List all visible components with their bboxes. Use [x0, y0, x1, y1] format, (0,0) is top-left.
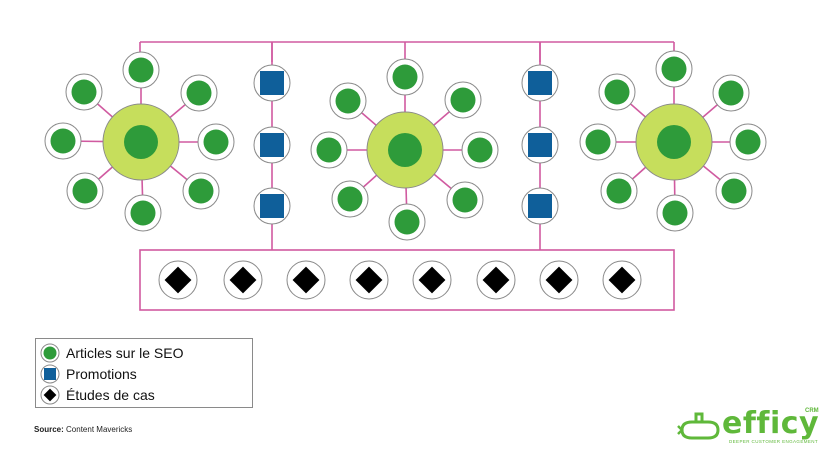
article-node — [606, 178, 632, 204]
article-node — [718, 80, 744, 106]
article-node — [661, 56, 687, 82]
source-text: Content Mavericks — [66, 425, 133, 434]
promotion-node — [528, 194, 552, 218]
article-node — [467, 137, 493, 163]
pillar-article-node — [388, 133, 422, 167]
green-circle-icon — [40, 343, 60, 363]
promotion-node — [260, 71, 284, 95]
promotion-node — [260, 194, 284, 218]
brand-tagline: DEEPER CUSTOMER ENGAGEMENT — [729, 439, 819, 444]
content-cluster-diagram — [44, 41, 767, 311]
article-node — [50, 128, 76, 154]
submarine-icon — [677, 412, 720, 440]
legend: Articles sur le SEO Promotions Études de… — [35, 338, 253, 408]
brand-crm: CRM — [805, 408, 819, 414]
article-node — [128, 57, 154, 83]
brand-name: efficy — [722, 406, 820, 441]
article-node — [316, 137, 342, 163]
promotion-node — [528, 133, 552, 157]
case-study-container — [139, 249, 675, 311]
blue-square-icon — [40, 364, 60, 384]
article-node — [735, 129, 761, 155]
source-prefix: Source: — [34, 425, 64, 434]
efficy-logo: efficy CRM DEEPER CUSTOMER ENGAGEMENT — [676, 406, 826, 446]
article-node — [450, 87, 476, 113]
legend-label-articles: Articles sur le SEO — [66, 345, 184, 361]
promotion-node — [260, 133, 284, 157]
legend-item-articles: Articles sur le SEO — [40, 342, 183, 364]
article-node — [585, 129, 611, 155]
article-node — [186, 80, 212, 106]
legend-item-case-studies: Études de cas — [40, 384, 155, 406]
article-node — [130, 200, 156, 226]
article-node — [452, 187, 478, 213]
legend-item-promotions: Promotions — [40, 363, 137, 385]
article-node — [721, 178, 747, 204]
article-node — [188, 178, 214, 204]
article-node — [394, 209, 420, 235]
pillar-article-node — [657, 125, 691, 159]
article-node — [335, 88, 361, 114]
article-node — [337, 186, 363, 212]
article-node — [72, 178, 98, 204]
black-diamond-icon — [40, 385, 60, 405]
legend-label-promotions: Promotions — [66, 366, 137, 382]
legend-label-case-studies: Études de cas — [66, 387, 155, 403]
article-node — [203, 129, 229, 155]
article-node — [604, 79, 630, 105]
source-note: Source: Content Mavericks — [34, 425, 132, 434]
pillar-article-node — [124, 125, 158, 159]
article-node — [662, 200, 688, 226]
article-node — [392, 64, 418, 90]
promotion-node — [528, 71, 552, 95]
article-node — [71, 79, 97, 105]
